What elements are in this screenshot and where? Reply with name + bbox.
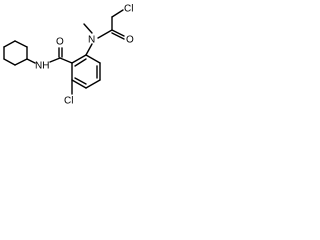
bond xyxy=(71,54,87,64)
bond xyxy=(74,58,87,67)
bond xyxy=(74,77,87,85)
bond xyxy=(3,58,16,66)
structure-diagram: Cl O N O NH Cl xyxy=(3,4,134,107)
bond xyxy=(3,40,16,48)
bond xyxy=(111,29,125,37)
bond xyxy=(59,57,73,64)
bond xyxy=(97,29,113,39)
nh-label: NH xyxy=(35,61,49,72)
oxygen-label-right: O xyxy=(126,35,134,46)
bond xyxy=(14,40,28,48)
bond xyxy=(85,43,93,56)
bond xyxy=(71,79,87,89)
bond xyxy=(26,58,36,64)
cyclohexane-ring xyxy=(3,40,28,66)
benzene-ring xyxy=(71,54,101,89)
chlorine-label-bottom: Cl xyxy=(64,96,73,107)
bond xyxy=(85,54,101,64)
bond xyxy=(14,58,28,66)
bond xyxy=(85,79,101,89)
nitrogen-label-methyl: N xyxy=(88,35,95,46)
bond xyxy=(49,57,61,63)
chlorine-label-top: Cl xyxy=(124,4,133,15)
oxygen-label-amide: O xyxy=(56,37,64,48)
bond xyxy=(111,9,124,18)
bond xyxy=(83,23,93,34)
bond xyxy=(111,32,125,40)
